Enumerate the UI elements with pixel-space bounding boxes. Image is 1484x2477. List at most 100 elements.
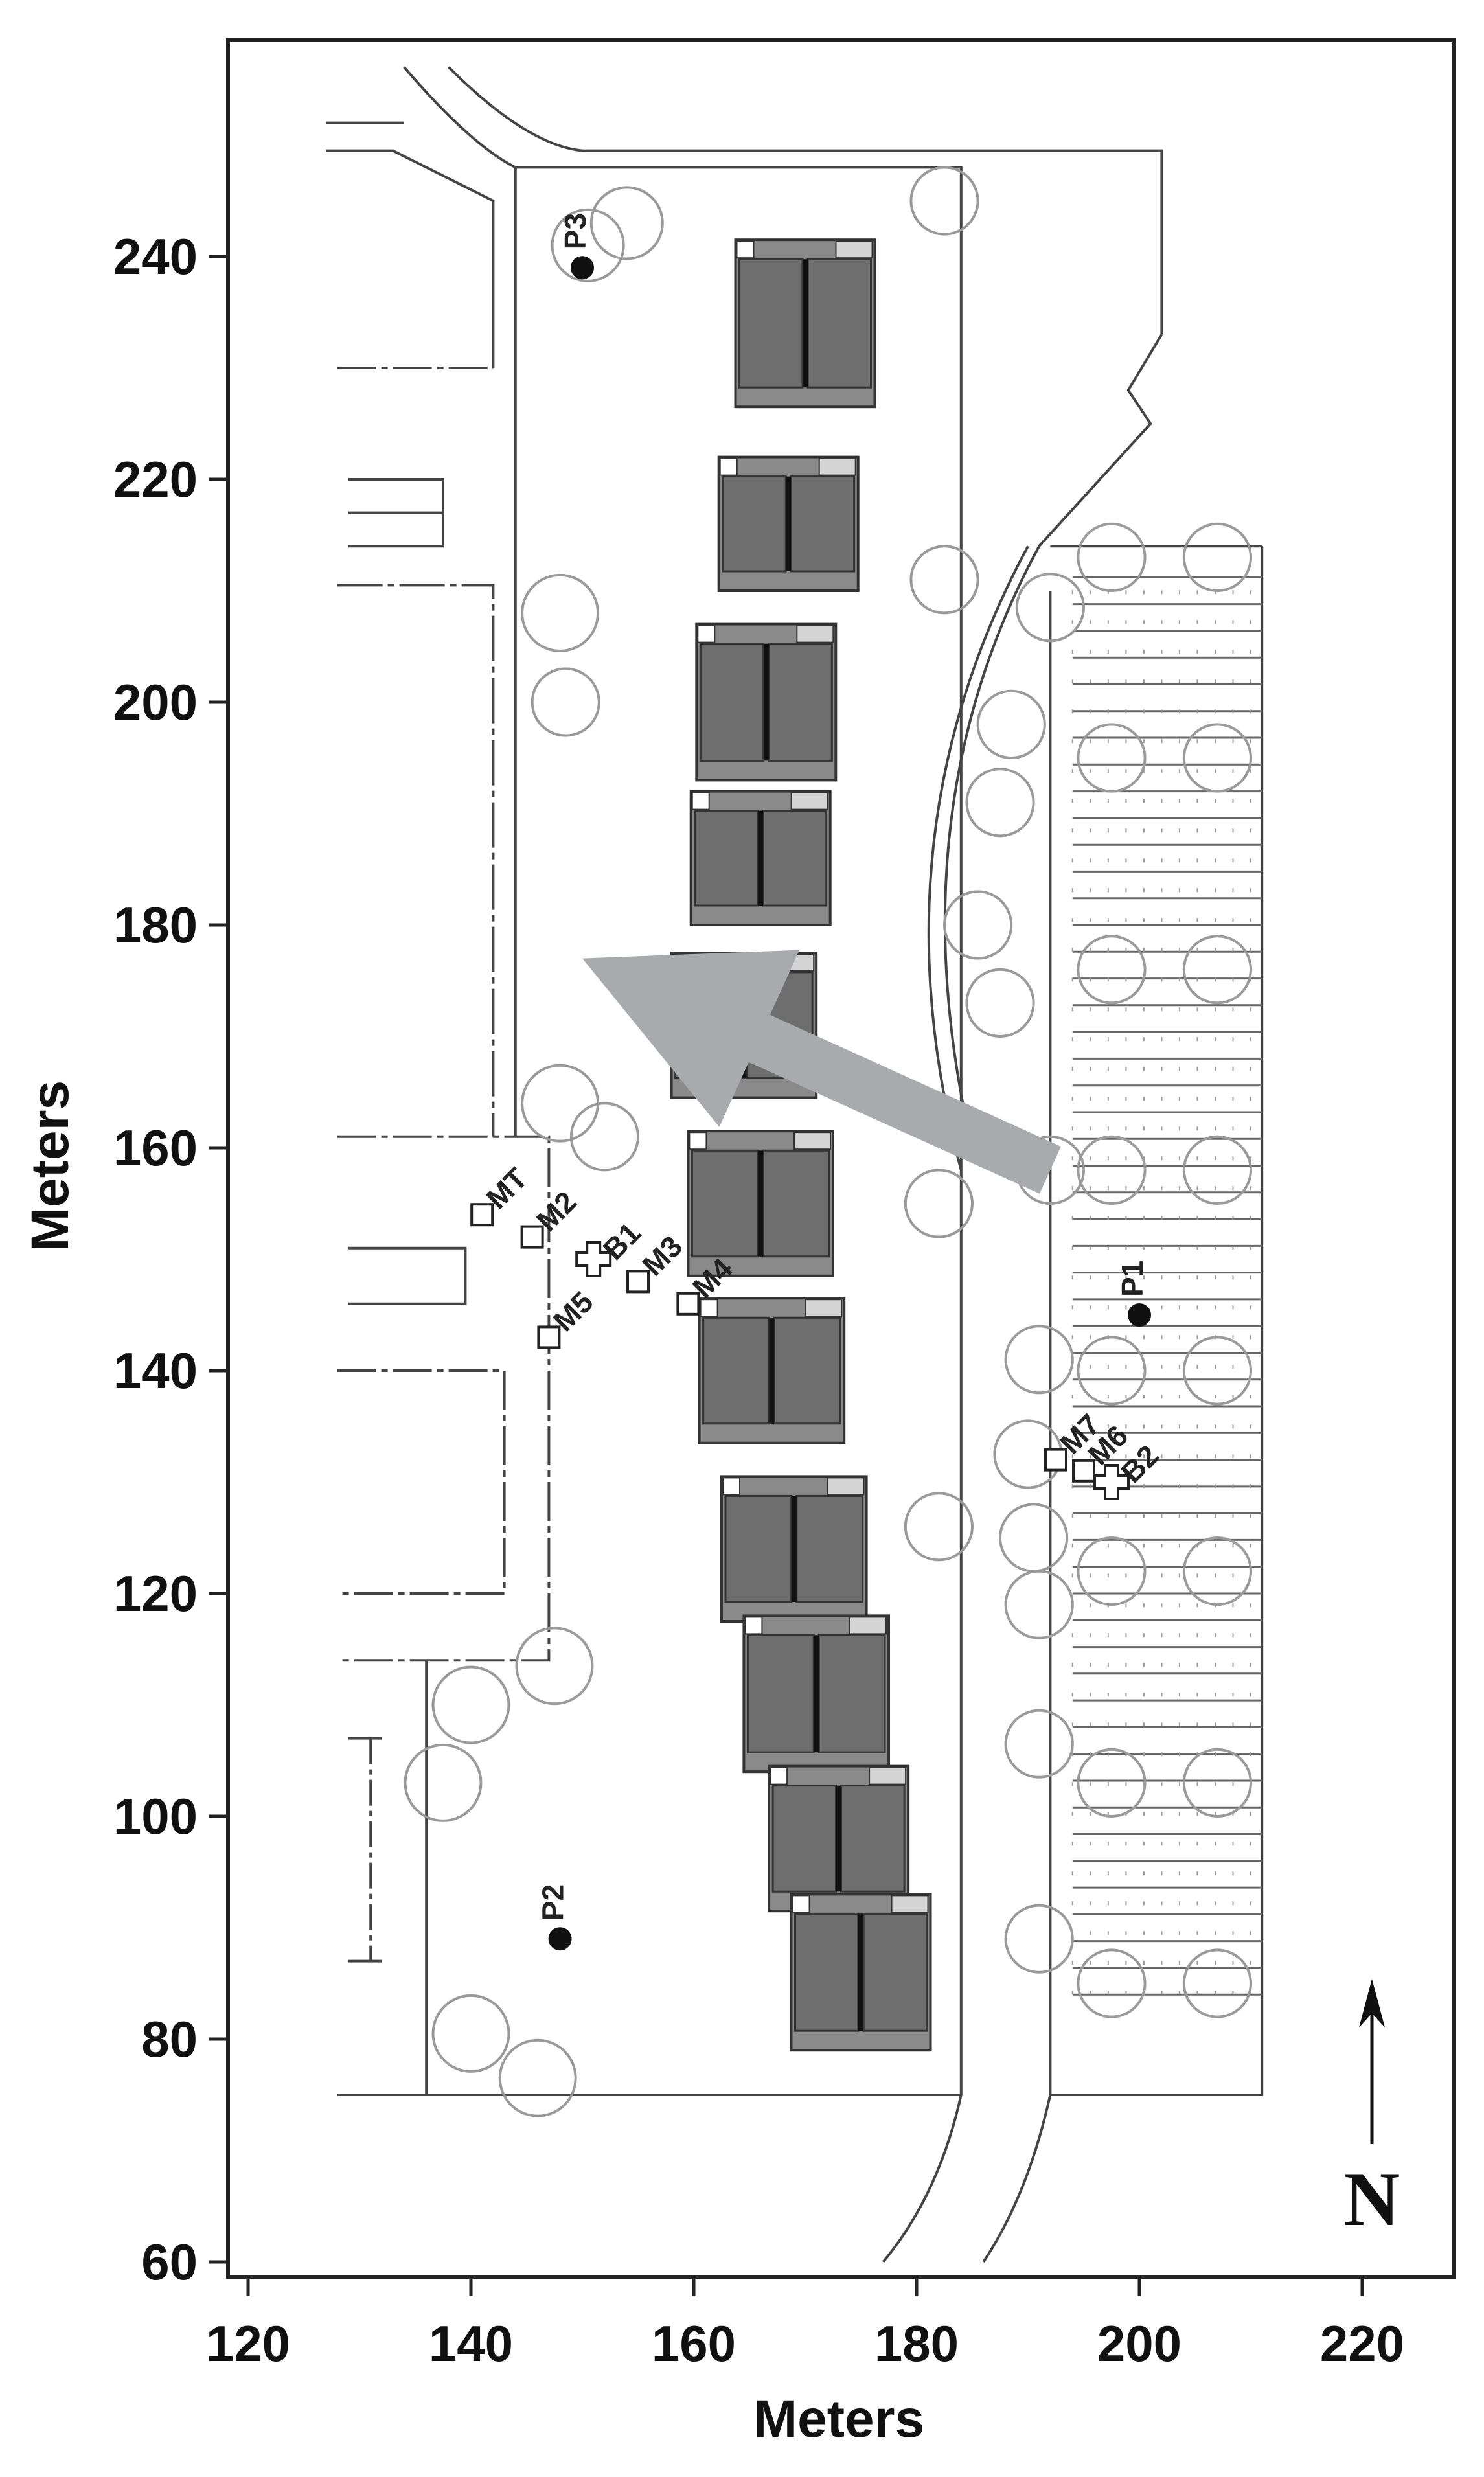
road-edge — [982, 2094, 1052, 2263]
x-tick-label: 220 — [1320, 2315, 1404, 2372]
north-arrow: N — [1344, 1979, 1400, 2242]
building — [689, 790, 832, 926]
road-edge — [882, 2094, 963, 2263]
tree-canopy-icon — [1004, 1570, 1074, 1639]
tree-canopy-icon — [1015, 573, 1086, 643]
building-annex — [689, 1132, 707, 1150]
building — [734, 238, 876, 409]
y-tick-label: 140 — [113, 1342, 198, 1399]
monitor-square-icon — [676, 1292, 700, 1316]
monitor-square-icon — [1072, 1459, 1095, 1483]
sampling-point-label: P2 — [536, 1884, 570, 1921]
building-wing — [794, 1912, 860, 2032]
building-annex — [792, 1895, 810, 1913]
building-wing — [773, 1316, 841, 1425]
y-tick-label: 60 — [141, 2233, 198, 2290]
building-annex — [700, 1299, 718, 1318]
sampling-point-label: P1 — [1115, 1261, 1149, 1297]
building-annex — [697, 624, 716, 643]
building-annex — [691, 792, 710, 810]
building-wing — [746, 1634, 815, 1753]
tree-canopy-icon — [431, 1665, 510, 1744]
building-wing — [806, 258, 872, 389]
building-annex — [849, 1616, 887, 1635]
building — [720, 1475, 868, 1623]
tree-canopy-icon — [498, 2038, 577, 2117]
y-tick-label: 80 — [141, 2011, 198, 2068]
x-tick-label: 120 — [206, 2315, 290, 2372]
building — [695, 622, 838, 782]
y-tick-label: 120 — [113, 1565, 198, 1622]
building-wing — [762, 1149, 830, 1258]
building — [790, 1893, 932, 2052]
building-wing — [762, 810, 828, 907]
building-wing — [724, 1494, 793, 1603]
tree-canopy-icon — [1182, 522, 1253, 593]
tree-canopy-icon — [1004, 1709, 1074, 1779]
building — [687, 1130, 835, 1277]
tree-canopy-icon — [589, 186, 664, 260]
cross-marker-icon — [575, 1241, 612, 1277]
monitor-square-icon — [1044, 1448, 1067, 1472]
cross-marker-icon — [1093, 1464, 1130, 1500]
y-tick-label: 100 — [113, 1788, 198, 1845]
map-frame — [226, 38, 1456, 2279]
tree-canopy-icon — [965, 968, 1035, 1038]
building-wing — [702, 1316, 770, 1425]
building — [742, 1614, 891, 1774]
y-axis-title: Meters — [21, 1080, 80, 1251]
tree-canopy-icon — [1077, 1948, 1147, 2018]
tree-canopy-icon — [909, 545, 979, 615]
building-annex — [790, 792, 828, 810]
y-tick-label: 240 — [113, 228, 198, 285]
lot-edge — [337, 1135, 551, 1662]
building-annex — [891, 1895, 929, 1913]
building-annex — [796, 624, 834, 643]
tree-canopy-icon — [1077, 723, 1147, 793]
monitor-square-icon — [470, 1203, 494, 1227]
x-tick-label: 140 — [429, 2315, 513, 2372]
building-wing — [738, 258, 804, 389]
building-wing — [795, 1494, 864, 1603]
tree-canopy-icon — [904, 1492, 974, 1562]
tree-canopy-icon — [1077, 1336, 1147, 1406]
sampling-point-p1: P1 — [1115, 1261, 1151, 1327]
tree-canopy-icon — [404, 1743, 483, 1822]
road-edge — [943, 334, 1163, 1148]
sampling-point-dot-icon — [571, 256, 594, 280]
building — [717, 455, 860, 592]
building-annex — [770, 1766, 788, 1785]
parking-lot-edge — [1049, 546, 1264, 2096]
wind-direction-arrow — [582, 950, 1061, 1194]
building — [698, 1297, 846, 1444]
wind-arrow-layer — [582, 950, 1061, 1194]
tree-canopy-icon — [904, 1169, 974, 1238]
building-wing — [722, 475, 787, 573]
building-wing — [768, 643, 833, 762]
x-tick-label: 180 — [874, 2315, 959, 2372]
road-edge — [448, 66, 1163, 335]
tree-canopy-icon — [551, 208, 625, 282]
tree-canopy-icon — [1077, 935, 1147, 1005]
monitor-square-icon — [626, 1270, 650, 1294]
north-label: N — [1344, 2156, 1400, 2242]
tree-canopy-icon — [976, 689, 1046, 760]
tree-canopy-icon — [1182, 1748, 1253, 1818]
road-edge — [326, 149, 495, 368]
tree-canopy-icon — [1077, 1748, 1147, 1818]
sampling-point-dot-icon — [548, 1927, 572, 1951]
monitor-square-icon — [537, 1325, 561, 1349]
building-wing — [691, 1149, 759, 1258]
building-annex — [719, 457, 738, 476]
building-annex — [793, 1132, 831, 1150]
parking-stub — [348, 1246, 467, 1305]
x-axis-title: Meters — [753, 2390, 924, 2448]
y-tick-label: 180 — [113, 896, 198, 953]
monitor-square-icon — [520, 1225, 544, 1249]
tree-canopy-icon — [1182, 935, 1253, 1005]
tree-canopy-icon — [1182, 1135, 1253, 1205]
tree-canopy-icon — [909, 166, 979, 236]
building-wing — [790, 475, 856, 573]
